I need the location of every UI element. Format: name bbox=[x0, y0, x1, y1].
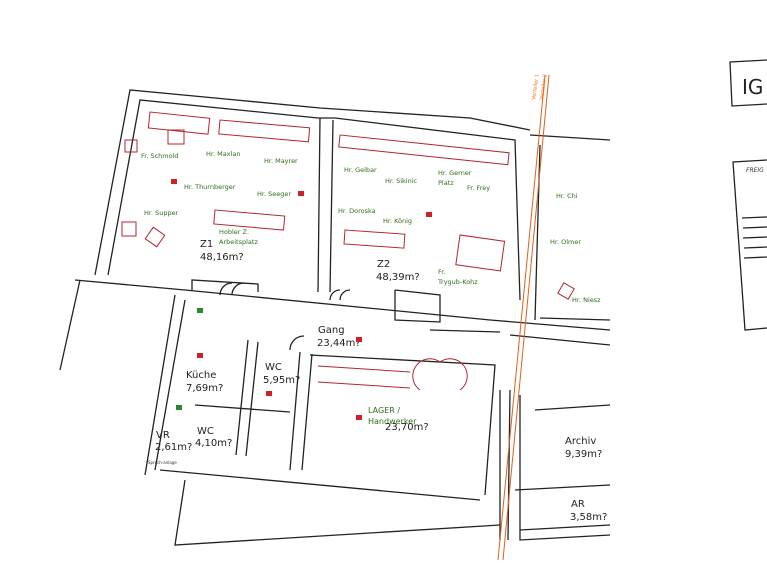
room-ar-name: AR bbox=[571, 499, 585, 510]
room-lager-name: LAGER / bbox=[368, 406, 400, 415]
title-block-text: IG bbox=[742, 75, 763, 99]
room-z2-name: Z2 bbox=[377, 259, 390, 270]
workplace-label: Hr. Chi bbox=[556, 192, 578, 200]
workplace-label: Hr. Doroska bbox=[338, 207, 376, 215]
workplace-label: Hr. Mayrer bbox=[264, 157, 298, 165]
room-gang-area: 23,44m? bbox=[317, 338, 361, 349]
doors bbox=[219, 282, 468, 391]
workplace-label: Arbeitsplatz bbox=[219, 238, 258, 246]
workplace-label: Hr. König bbox=[383, 217, 412, 225]
verteiler-line: Verteiler 1 Verteiler 2 bbox=[497, 74, 550, 561]
workplace-label: Hr. Supper bbox=[144, 209, 179, 217]
sprechanlage-label: Sprech-anlage bbox=[148, 460, 177, 465]
room-z1-name: Z1 bbox=[200, 239, 213, 250]
room-z2-area: 48,39m? bbox=[376, 272, 420, 283]
verteiler-1-label: Verteiler 1 bbox=[531, 74, 541, 100]
walls bbox=[59, 89, 611, 546]
socket-icon bbox=[197, 353, 203, 358]
room-vr-area: 2,61m? bbox=[155, 442, 192, 453]
socket-icon bbox=[426, 212, 432, 217]
room-gang-name: Gang bbox=[318, 325, 345, 336]
room-wc2-area: 4,10m? bbox=[195, 438, 232, 449]
room-lager-name2: Handwerker bbox=[368, 417, 417, 426]
workplace-label: Hr. Thurnberger bbox=[184, 183, 236, 191]
room-z1-area: 48,16m? bbox=[200, 252, 244, 263]
room-ar-area: 3,58m? bbox=[570, 512, 607, 523]
room-wc1-area: 5,95m? bbox=[263, 375, 300, 386]
socket-icon bbox=[356, 337, 362, 342]
socket-icon bbox=[266, 391, 272, 396]
socket-icon bbox=[171, 179, 177, 184]
room-vr-name: VR bbox=[156, 430, 170, 441]
room-wc1-name: WC bbox=[265, 362, 282, 373]
furniture bbox=[121, 111, 575, 389]
freigabe-label: FREIG bbox=[746, 167, 764, 174]
workplace-label: Hr. Niesz bbox=[572, 296, 601, 304]
workplace-label: Fr. Schmold bbox=[141, 152, 179, 160]
workplace-label: Hr. Maxlan bbox=[206, 150, 240, 158]
room-labels: Z1 48,16m? Z2 48,39m? Gang 23,44m? Küche… bbox=[155, 239, 607, 523]
workplace-label: Hr. Sikinic bbox=[385, 177, 418, 185]
socket-markers bbox=[171, 179, 432, 420]
workplace-label: Trygub-Kohz bbox=[437, 278, 478, 286]
workplace-label: Hr. Seeger bbox=[257, 190, 291, 198]
room-wc2-name: WC bbox=[197, 426, 214, 437]
workplace-label: Platz bbox=[438, 179, 454, 187]
room-kueche-area: 7,69m? bbox=[186, 383, 223, 394]
title-block: IG FREIG bbox=[729, 59, 767, 331]
room-archiv-area: 9,39m? bbox=[565, 449, 602, 460]
room-archiv-name: Archiv bbox=[565, 436, 596, 447]
verteiler-2-label: Verteiler 2 bbox=[539, 74, 549, 100]
switch-icon bbox=[176, 405, 182, 410]
room-kueche-name: Küche bbox=[186, 370, 216, 381]
workplace-label: Hobler Z. bbox=[219, 228, 249, 236]
workplace-label: Fr. bbox=[438, 268, 445, 276]
socket-icon bbox=[298, 191, 304, 196]
workplace-label: Hr. Gerner bbox=[438, 169, 472, 177]
switch-icon bbox=[197, 308, 203, 313]
room-lager-area: 23,70m? bbox=[385, 422, 429, 433]
workplace-label: Hr. Gelbar bbox=[344, 166, 377, 174]
socket-icon bbox=[356, 415, 362, 420]
workplace-label: Hr. Olmer bbox=[550, 238, 581, 246]
workplace-label: Fr. Frey bbox=[467, 184, 490, 192]
workplace-labels: Fr. Schmold Hr. Maxlan Hr. Thurnberger H… bbox=[141, 150, 601, 304]
